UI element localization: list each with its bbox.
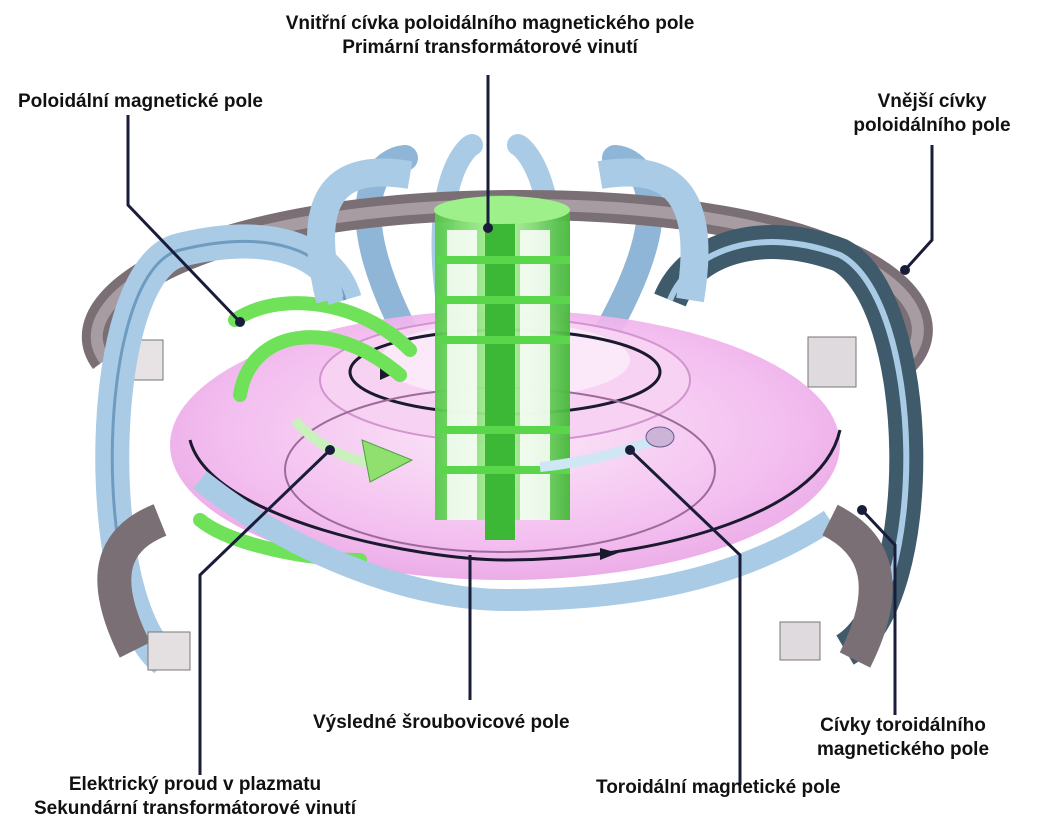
plasma-current-label: Elektrický proud v plazmatu Sekundární t… <box>10 773 380 821</box>
toroidal-coils-label: Cívky toroidálního magnetického pole <box>798 714 1008 762</box>
toroidal-coils-label-line2: magnetického pole <box>798 738 1008 762</box>
toroidal-coils-label-line1: Cívky toroidálního <box>798 714 1008 738</box>
inner-coil-label: Vnitřní cívka poloidálního magnetického … <box>250 12 730 60</box>
toroidal-field-label: Toroidální magnetické pole <box>596 776 841 800</box>
outer-coils-label-line1: Vnější cívky <box>832 90 1032 114</box>
helical-field-label: Výsledné šroubovicové pole <box>313 711 570 735</box>
plasma-current-label-line1: Elektrický proud v plazmatu <box>10 773 380 797</box>
outer-coils-label: Vnější cívky poloidálního pole <box>832 90 1032 138</box>
coil-cut-right <box>808 337 856 387</box>
central-solenoid <box>434 195 570 540</box>
inner-coil-label-line1: Vnitřní cívka poloidálního magnetického … <box>250 12 730 36</box>
outer-coils-label-line2: poloidálního pole <box>832 114 1032 138</box>
plasma-current-label-line2: Sekundární transformátorové vinutí <box>10 797 380 821</box>
inner-coil-label-line2: Primární transformátorové vinutí <box>250 36 730 60</box>
poloidal-field-label: Poloidální magnetické pole <box>18 90 263 114</box>
